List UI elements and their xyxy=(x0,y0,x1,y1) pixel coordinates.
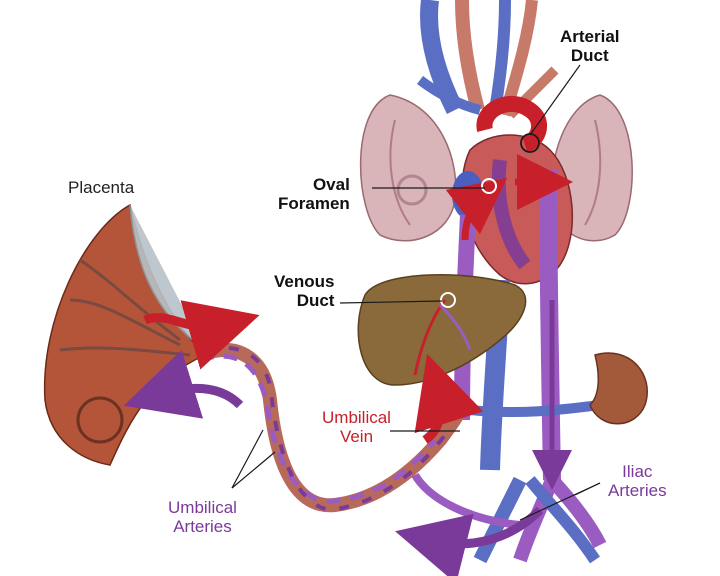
kidney xyxy=(589,352,648,425)
label-oval-foramen: Oval Foramen xyxy=(278,175,350,213)
label-oval-foramen-line2: Foramen xyxy=(278,194,350,213)
marker-circle xyxy=(440,292,456,308)
flow-arrow xyxy=(395,506,544,576)
label-umbilical-vein-line1: Umbilical xyxy=(322,408,391,427)
label-arterial-duct: Arterial Duct xyxy=(560,27,620,65)
leader-line xyxy=(231,429,264,489)
flow-arrow xyxy=(445,177,508,241)
label-placenta: Placenta xyxy=(68,178,134,197)
label-iliac-arteries-line2: Arteries xyxy=(608,481,667,500)
label-umbilical-vein: Umbilical Vein xyxy=(322,408,391,446)
label-placenta-text: Placenta xyxy=(68,178,135,197)
label-venous-duct: Venous Duct xyxy=(274,272,334,310)
leader-line xyxy=(339,300,443,304)
label-venous-duct-line1: Venous xyxy=(274,272,335,291)
label-umbilical-vein-line2: Vein xyxy=(339,427,374,446)
left-lung xyxy=(359,94,457,242)
leader-lines xyxy=(231,64,601,521)
label-umbilical-arteries: Umbilical Arteries xyxy=(168,498,237,536)
leader-line xyxy=(529,64,581,136)
markers xyxy=(440,133,540,308)
label-arterial-duct-line2: Duct xyxy=(570,46,609,65)
label-arterial-duct-line1: Arterial xyxy=(560,27,620,46)
label-iliac-arteries: Iliac Arteries xyxy=(608,462,667,500)
marker-circle xyxy=(481,178,497,194)
flow-arrow xyxy=(123,349,244,419)
upper-vessels xyxy=(417,0,559,119)
leader-line xyxy=(231,451,276,489)
label-umbilical-arteries-line1: Umbilical xyxy=(168,498,237,517)
flow-arrow xyxy=(143,300,260,370)
leader-line xyxy=(574,482,601,496)
label-iliac-arteries-line1: Iliac xyxy=(622,462,653,481)
label-umbilical-arteries-line2: Arteries xyxy=(173,517,232,536)
flow-arrow xyxy=(414,353,484,444)
flow-arrows xyxy=(123,154,573,576)
placenta xyxy=(43,203,207,466)
label-venous-duct-line2: Duct xyxy=(296,291,335,310)
label-oval-foramen-line1: Oval xyxy=(312,175,350,194)
